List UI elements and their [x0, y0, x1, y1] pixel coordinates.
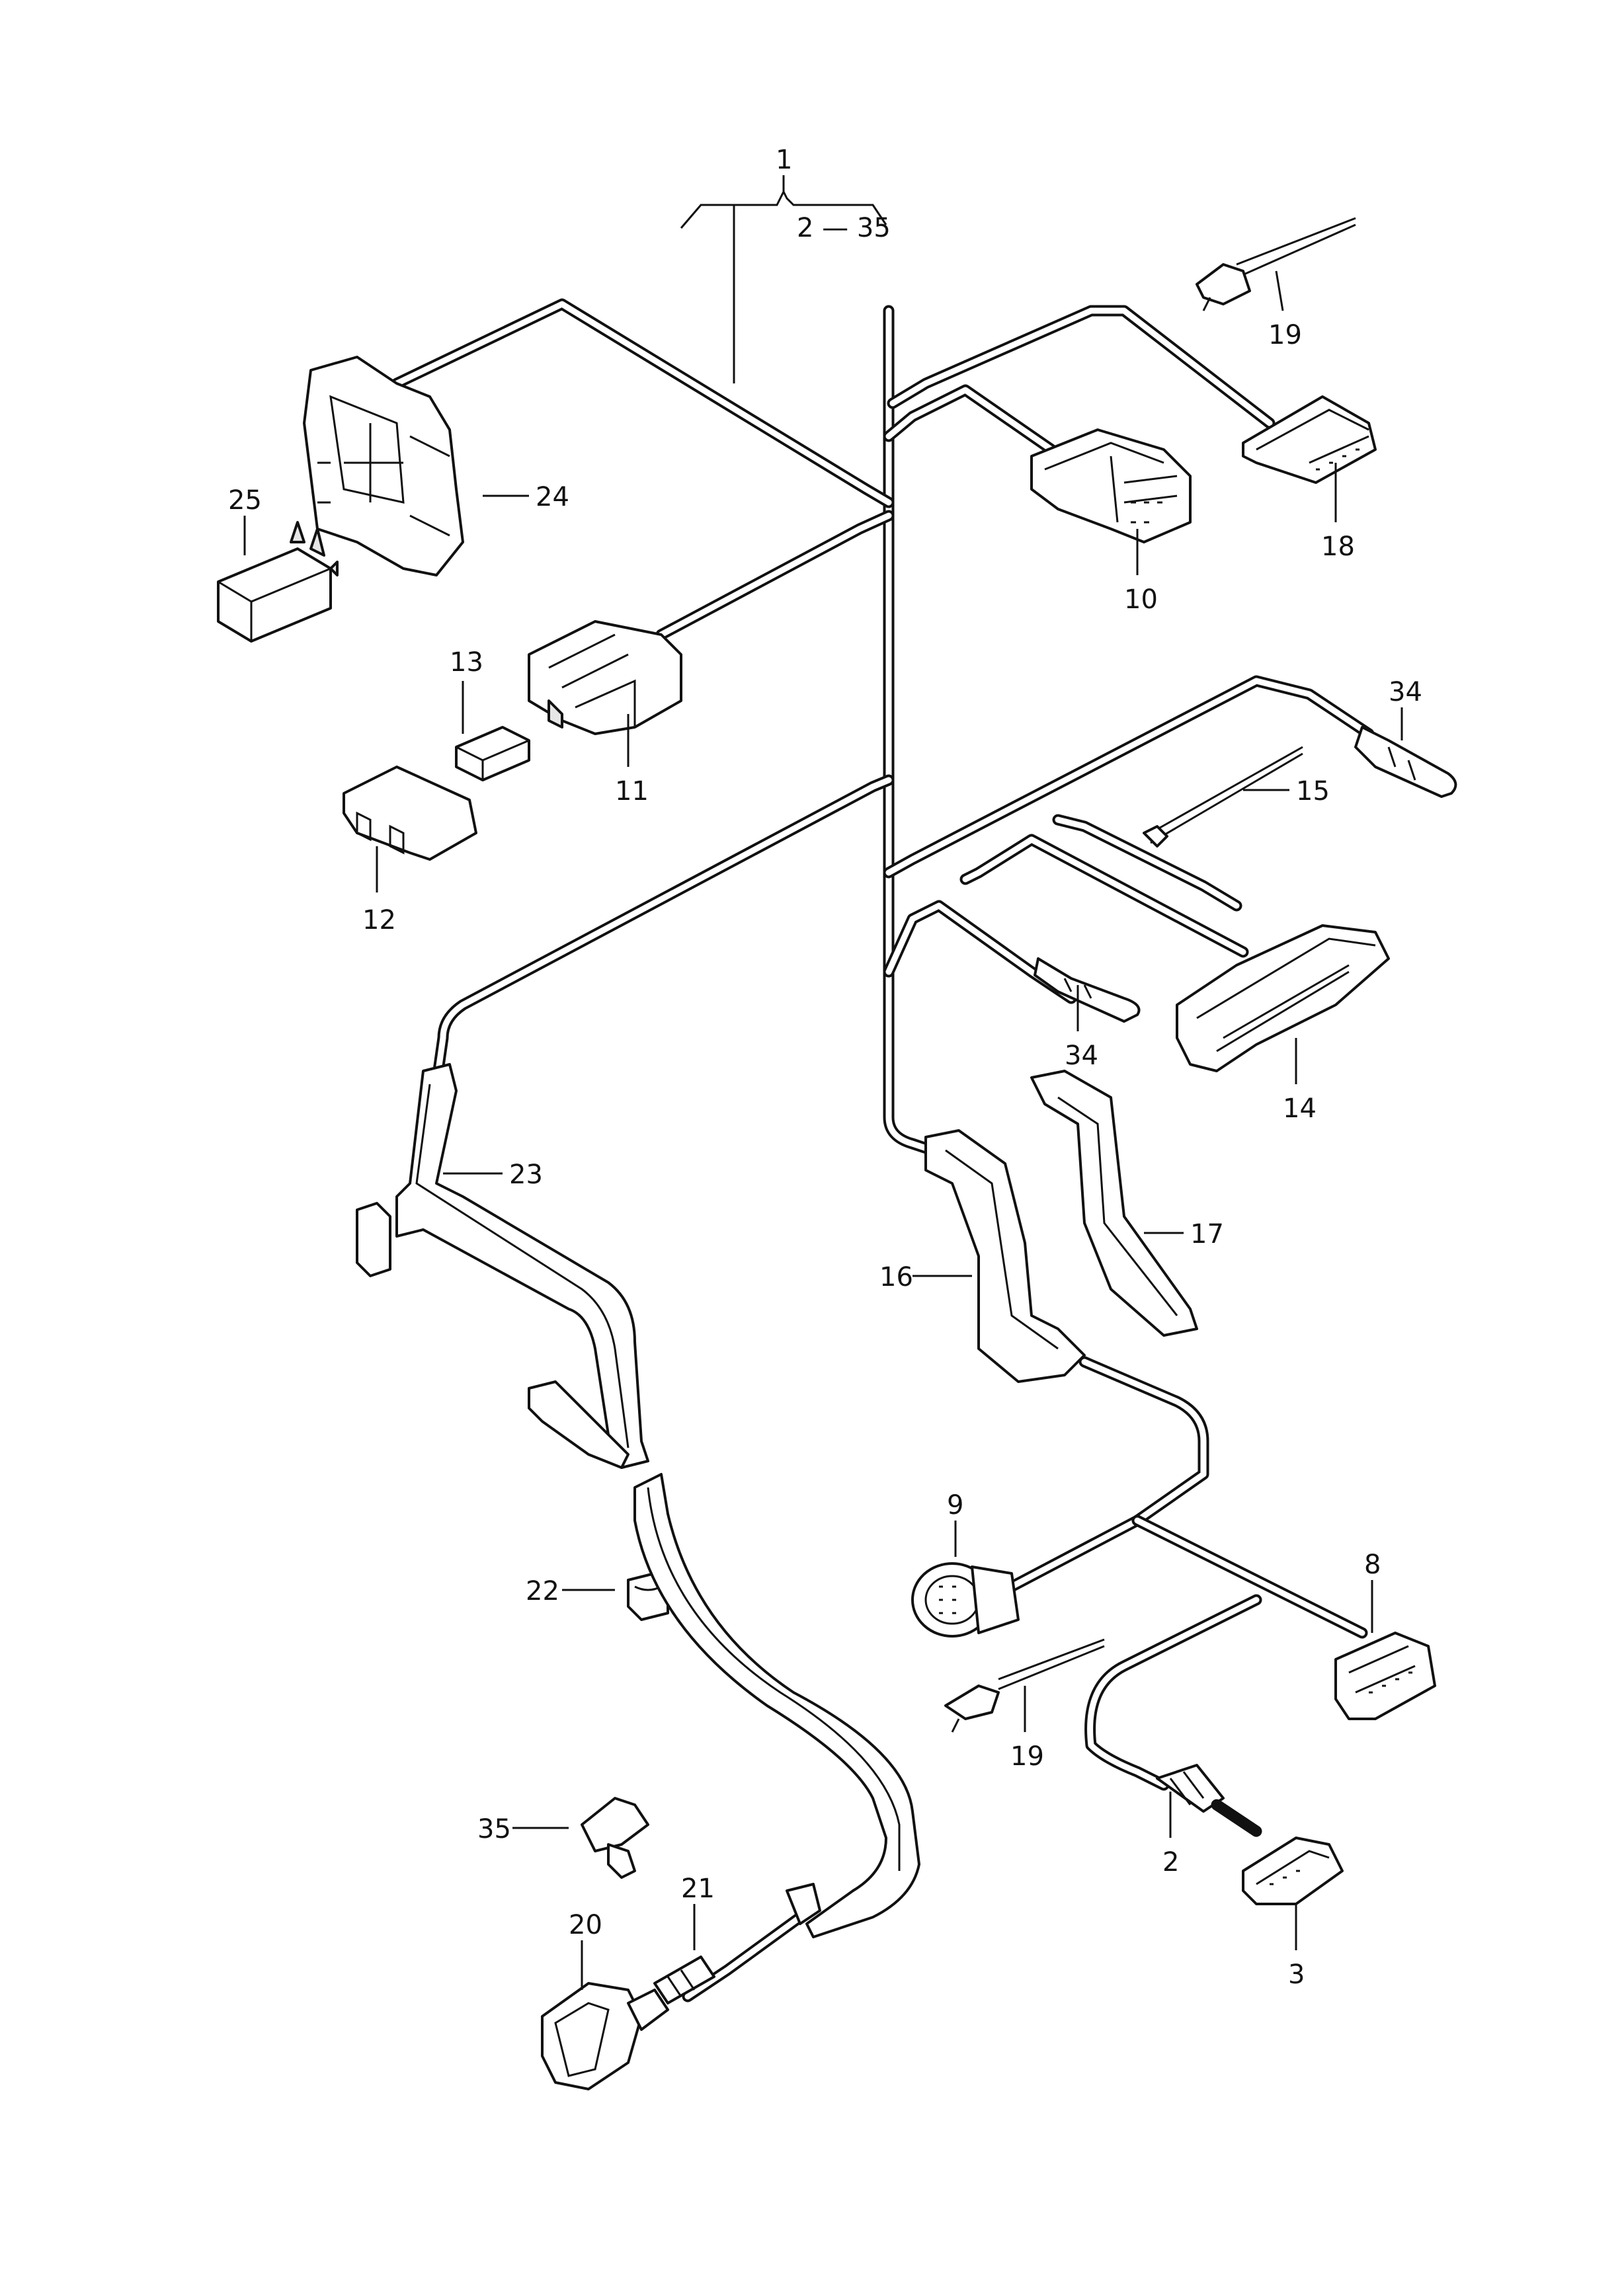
- sensor-34-lower: [1034, 957, 1141, 1023]
- cable-tie-19-upper: [1196, 217, 1356, 311]
- callout-10: 10: [1124, 584, 1158, 615]
- callout-35: 35: [477, 1814, 511, 1844]
- callout-22: 22: [526, 1576, 559, 1606]
- cover-16: [924, 1129, 1086, 1383]
- relay-25: [217, 521, 339, 643]
- clip-12: [343, 766, 477, 861]
- cable-tie-15: [1143, 746, 1303, 848]
- callout-3: 3: [1288, 1960, 1305, 1990]
- callout-12: 12: [362, 905, 396, 935]
- callout-1: 1: [776, 145, 792, 175]
- callout-21: 21: [681, 1874, 715, 1904]
- cover-17: [1030, 1070, 1198, 1337]
- callout-14: 14: [1283, 1093, 1317, 1124]
- callout-19-lower: 19: [1010, 1741, 1044, 1772]
- conduit-23: [356, 1063, 649, 1469]
- callout-19-upper: 19: [1268, 320, 1302, 350]
- callout-15: 15: [1296, 776, 1330, 807]
- fuse-13: [455, 726, 530, 781]
- callout-labels: 1 2 — 35 24 25 13 11 12 10 18 19 34 15 3…: [228, 145, 1422, 1990]
- callout-leaders: [243, 270, 1403, 1990]
- callout-16: 16: [879, 1262, 913, 1292]
- connector-11: [528, 620, 682, 735]
- wire-to-module-24: [391, 298, 895, 508]
- callout-9: 9: [947, 1490, 963, 1521]
- callout-13: 13: [450, 647, 483, 678]
- callout-34-upper: 34: [1389, 677, 1422, 707]
- wire-left-run: [430, 774, 895, 1090]
- lead-21-sleeve: [653, 1956, 715, 2004]
- connector-3: [1242, 1837, 1344, 1905]
- connector-14: [1176, 924, 1390, 1072]
- wire-to-lead-2: [1084, 1594, 1262, 1791]
- callout-18: 18: [1321, 532, 1355, 562]
- callout-11: 11: [615, 776, 649, 807]
- wire-to-connector-18: [887, 305, 1276, 429]
- connector-10: [1030, 428, 1192, 543]
- connector-9: [911, 1562, 1020, 1638]
- cable-tie-19-lower: [944, 1638, 1105, 1733]
- callout-25: 25: [228, 485, 262, 516]
- lead-2-sleeve: [1156, 1764, 1262, 1837]
- harness-wires: [391, 298, 1375, 2002]
- callout-2: 2: [1162, 1847, 1179, 1878]
- sensor-34-upper: [1354, 726, 1457, 798]
- connector-8: [1334, 1632, 1436, 1720]
- callout-34-lower: 34: [1065, 1041, 1098, 1071]
- group-bracket-1: [680, 175, 887, 383]
- callout-23: 23: [509, 1160, 543, 1190]
- callout-8: 8: [1364, 1550, 1381, 1580]
- control-module-24: [303, 356, 464, 576]
- callout-17: 17: [1190, 1219, 1224, 1249]
- callout-20: 20: [569, 1910, 602, 1940]
- clip-35: [581, 1797, 649, 1879]
- callout-range: 2 — 35: [797, 213, 891, 243]
- callout-24: 24: [536, 482, 569, 512]
- lower-conduit: [528, 1380, 920, 1938]
- connector-18: [1242, 395, 1377, 484]
- connector-20: [541, 1982, 669, 2090]
